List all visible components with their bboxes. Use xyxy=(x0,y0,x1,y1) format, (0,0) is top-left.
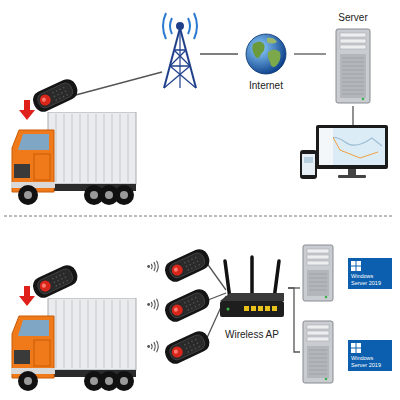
connector xyxy=(288,288,300,352)
server-tower: Server xyxy=(326,12,380,112)
tracker-device xyxy=(162,328,213,366)
product-label: Windows Server 2019 xyxy=(351,273,389,286)
node-label: Wireless AP xyxy=(225,329,279,341)
red-arrow xyxy=(19,286,35,306)
internet-globe: Internet xyxy=(238,32,294,100)
wire xyxy=(352,106,353,125)
server-icon xyxy=(333,28,373,104)
wifi-icon xyxy=(147,341,158,352)
wire xyxy=(200,53,238,54)
product-label: Windows Server 2019 xyxy=(351,355,389,368)
server-icon xyxy=(300,244,336,302)
wifi-icon xyxy=(147,261,158,272)
wifi-icon xyxy=(147,299,158,310)
tracker-device xyxy=(162,246,213,284)
wireless-ap: Wireless AP xyxy=(216,255,288,349)
globe-icon xyxy=(244,32,288,76)
router-icon xyxy=(216,255,288,321)
node-label: Server xyxy=(338,12,367,24)
truck xyxy=(11,112,136,205)
monitor xyxy=(316,125,388,178)
node-label: Internet xyxy=(249,80,283,92)
server-icon xyxy=(300,320,336,384)
windows-server: Windows Server 2019 xyxy=(300,244,394,304)
cell-tower xyxy=(163,13,197,88)
wire xyxy=(72,72,162,96)
phone xyxy=(300,150,317,179)
windows-server: Windows Server 2019 xyxy=(300,320,394,386)
truck xyxy=(11,298,136,391)
connector xyxy=(294,53,326,54)
tracker-device xyxy=(162,286,213,324)
windows-logo xyxy=(351,261,361,271)
windows-box: Windows Server 2019 xyxy=(348,258,392,289)
red-arrow xyxy=(19,100,35,120)
tracker-device xyxy=(30,76,81,114)
wire xyxy=(206,262,226,290)
windows-box: Windows Server 2019 xyxy=(348,340,392,371)
divider xyxy=(4,216,392,217)
windows-logo xyxy=(351,343,361,353)
tracker-device xyxy=(30,262,81,300)
